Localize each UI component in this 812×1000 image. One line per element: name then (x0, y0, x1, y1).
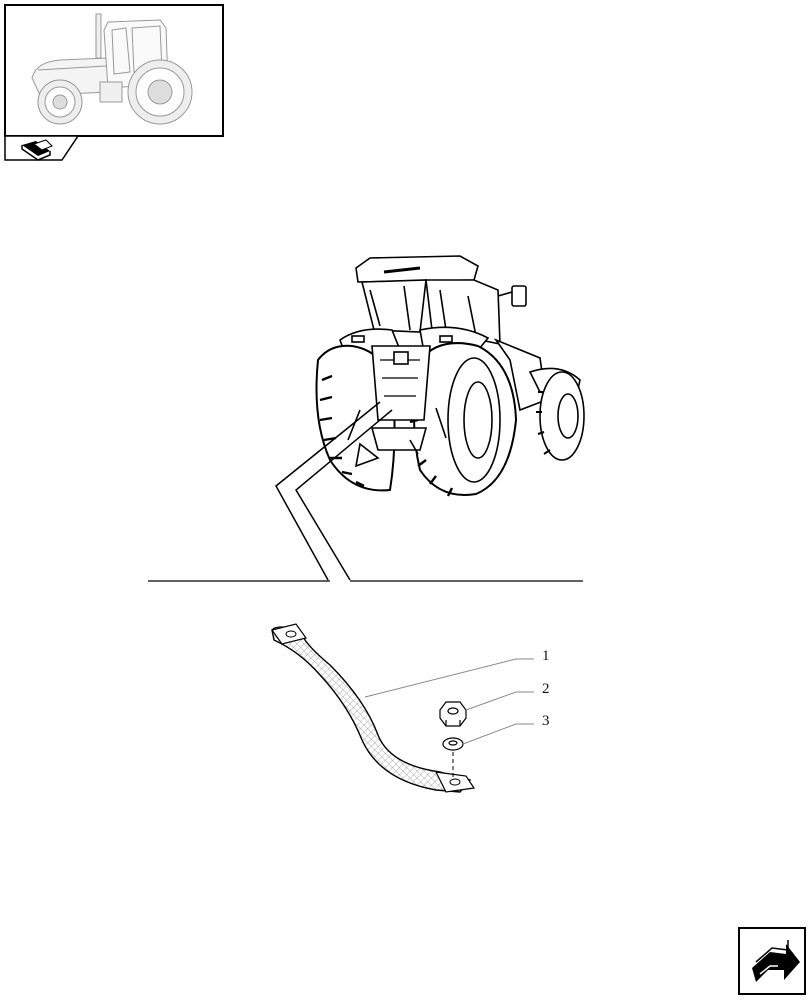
book-tab-icon (21, 139, 53, 161)
ground-strap-icon (270, 623, 476, 793)
tractor-rear-view (275, 255, 585, 581)
callout-3: 3 (542, 713, 550, 729)
callout-1: 1 (542, 648, 550, 664)
washer-icon (442, 737, 464, 751)
tractor-thumbnail-icon (31, 13, 193, 125)
callout-leaders (364, 658, 534, 745)
tractor-rear-view-icon (315, 255, 585, 497)
washer (442, 737, 464, 751)
next-page-arrow-icon (752, 940, 800, 982)
tractor-thumbnail (4, 4, 224, 137)
hex-nut-icon (439, 701, 467, 727)
detail-leader (275, 401, 393, 581)
section-tab[interactable] (4, 135, 80, 161)
hex-nut (439, 701, 467, 727)
callout-2: 2 (542, 681, 550, 697)
ground-strap (270, 623, 476, 793)
callout-labels: 1 2 3 (542, 648, 550, 729)
next-page-button[interactable] (738, 927, 806, 995)
